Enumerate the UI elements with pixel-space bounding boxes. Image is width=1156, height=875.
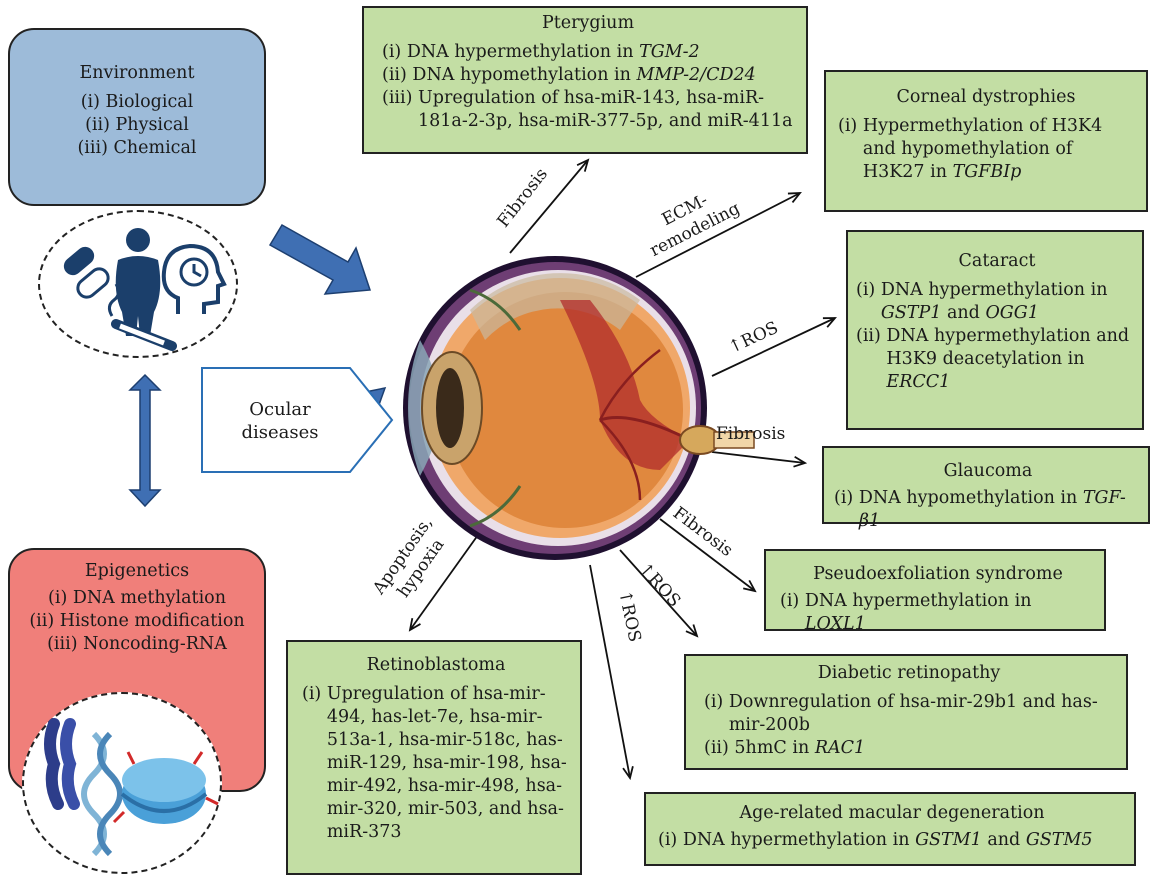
dr-list: (i) Downregulation of hsa-mir-29b1 and h… xyxy=(704,691,1114,760)
head-clock-icon xyxy=(161,243,227,314)
retinoblastoma-list: (i) Upregulation of hsa-mir-494, has-let… xyxy=(302,683,570,844)
epigenetics-item: (ii) Histone modification xyxy=(29,611,245,631)
environment-icon-circle xyxy=(38,210,238,358)
ocular-diseases-arrow-shape xyxy=(201,367,394,473)
environment-item: (i) Biological xyxy=(80,92,194,112)
environment-items: (i) Biological (ii) Physical (iii) Chemi… xyxy=(10,91,264,160)
list-item: (ii) DNA hypermethylation and H3K9 deace… xyxy=(856,326,1130,392)
amd-list: (i) DNA hypermethylation in GSTM1 and GS… xyxy=(658,829,1126,852)
epigenetics-item: (i) DNA methylation xyxy=(48,588,226,608)
cataract-title: Cataract xyxy=(958,251,1036,271)
epigenetics-title: Epigenetics xyxy=(84,561,190,581)
environment-item: (ii) Physical xyxy=(85,115,189,135)
corneal-title: Corneal dystrophies xyxy=(896,87,1076,107)
arrow-to-retinoblastoma xyxy=(410,534,479,630)
environment-arrow xyxy=(268,223,372,295)
cataract-box: Cataract (i) DNA hypermethylation in GST… xyxy=(846,230,1144,430)
lifestyle-icons xyxy=(63,228,227,351)
pterygium-title: Pterygium xyxy=(541,13,635,33)
chromosome-icon xyxy=(44,718,80,810)
arrow-to-pex xyxy=(659,518,755,591)
environment-title: Environment xyxy=(79,63,195,83)
corneal-box: Corneal dystrophies (i) Hypermethylation… xyxy=(824,70,1148,212)
arrow-to-cataract xyxy=(711,318,835,377)
cataract-list: (i) DNA hypermethylation in GSTP1 and OG… xyxy=(856,279,1138,394)
retinoblastoma-title: Retinoblastoma xyxy=(366,655,506,675)
pex-box: Pseudoexfoliation syndrome (i) DNA hyper… xyxy=(764,549,1106,634)
epigenetics-item: (iii) Noncoding-RNA xyxy=(47,634,227,654)
list-item: (ii) 5hmC in RAC1 xyxy=(704,738,866,758)
list-item: (iii) Upregulation of hsa-miR-143, hsa-m… xyxy=(382,88,793,131)
corneal-list: (i) Hypermethylation of H3K4 and hypomet… xyxy=(838,115,1134,184)
dr-box: Diabetic retinopathy (i) Downregulation … xyxy=(684,654,1128,770)
environment-box: Environment (i) Biological (ii) Physical… xyxy=(8,28,266,206)
arrow-to-corneal xyxy=(635,193,800,278)
glaucoma-box: Glaucoma (i) DNA hypomethylation in TGF-… xyxy=(822,446,1150,531)
list-item: (i) Upregulation of hsa-mir-494, has-let… xyxy=(302,684,567,842)
chromatin-icons xyxy=(44,718,219,857)
nucleosome-icon xyxy=(112,751,219,824)
list-item: (i) DNA hypermethylation in GSTM1 and GS… xyxy=(658,830,1093,850)
epigenetics-items: (i) DNA methylation (ii) Histone modific… xyxy=(10,587,264,656)
glaucoma-list: (i) DNA hypomethylation in TGF-β1 xyxy=(834,487,1142,533)
arrow-to-dr xyxy=(619,549,697,636)
list-item: (i) DNA hypermethylation in GSTP1 and OG… xyxy=(856,280,1108,323)
list-item: (i) Downregulation of hsa-mir-29b1 and h… xyxy=(704,692,1098,735)
bidirectional-arrow xyxy=(128,373,162,508)
pex-title: Pseudoexfoliation syndrome xyxy=(813,564,1063,584)
list-item: (i) DNA hypomethylation in TGF-β1 xyxy=(834,488,1126,531)
list-item: (i) DNA hypermethylation in TGM-2 xyxy=(382,42,700,62)
glaucoma-title: Glaucoma xyxy=(943,461,1033,481)
dna-strand-icon xyxy=(81,731,123,857)
edge-label-fibrosis-glaucoma: Fibrosis xyxy=(716,424,786,444)
ocular-diseases-label: Ocular diseases xyxy=(241,399,319,443)
arrow-to-glaucoma xyxy=(711,451,805,463)
environment-item: (iii) Chemical xyxy=(77,138,197,158)
amd-box: Age-related macular degeneration (i) DNA… xyxy=(644,792,1136,866)
amd-title: Age-related macular degeneration xyxy=(739,803,1045,823)
dr-title: Diabetic retinopathy xyxy=(817,663,1001,683)
cigarette-icon xyxy=(107,283,177,351)
arrow-to-pterygium xyxy=(509,160,588,254)
pterygium-list: (i) DNA hypermethylation in TGM-2 (ii) D… xyxy=(382,41,794,133)
list-item: (i) DNA hypermethylation in LOXL1 xyxy=(780,591,1032,634)
pills-icon xyxy=(63,246,110,299)
person-icon xyxy=(115,228,161,336)
eye-illustration xyxy=(403,256,755,560)
epigenetics-icon-circle xyxy=(22,692,222,874)
pterygium-box: Pterygium (i) DNA hypermethylation in TG… xyxy=(362,6,808,154)
list-item: (i) Hypermethylation of H3K4 and hypomet… xyxy=(838,116,1103,182)
pex-list: (i) DNA hypermethylation in LOXL1 xyxy=(780,590,1096,636)
retinoblastoma-box: Retinoblastoma (i) Upregulation of hsa-m… xyxy=(286,640,582,875)
arrow-to-amd xyxy=(589,564,630,778)
list-item: (ii) DNA hypomethylation in MMP-2/CD24 xyxy=(382,65,756,85)
